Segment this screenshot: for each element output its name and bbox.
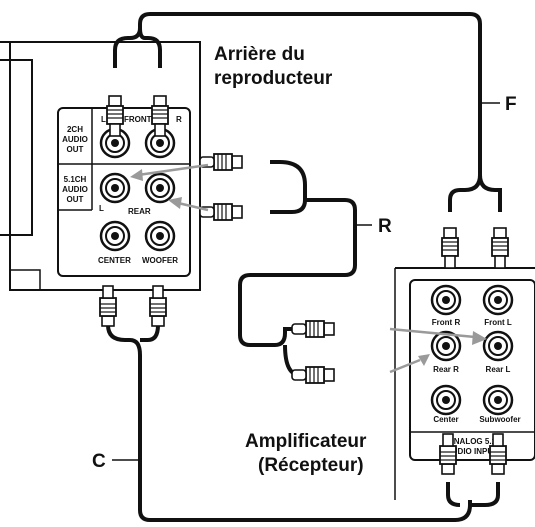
- analog-input-label-2: AUDIO INPUT: [446, 447, 498, 456]
- amp-rear-r-label: Rear R: [433, 365, 459, 374]
- jack-rear-l: [99, 172, 131, 204]
- rear-label: REAR: [128, 207, 151, 216]
- jack-woofer: [144, 220, 176, 252]
- jack-rear-r: [144, 172, 176, 204]
- rear-cable: [238, 160, 357, 377]
- plug-woofer: [149, 285, 167, 327]
- woofer-label: WOOFER: [142, 256, 178, 265]
- analog-input-label: ANALOG 5.1: [448, 437, 497, 446]
- rear-l-label: L: [99, 204, 104, 213]
- jack-center: [99, 220, 131, 252]
- plug-center: [99, 285, 117, 327]
- audio-2ch-label: 2CH: [67, 125, 83, 134]
- front-cable: [113, 12, 503, 212]
- center-label: CENTER: [98, 256, 131, 265]
- amp-jack-subwoofer: [482, 384, 514, 416]
- player-title: Arrière du: [214, 44, 305, 65]
- cable-c-label: C: [92, 451, 106, 472]
- amp-plug-subwoofer: [489, 433, 507, 475]
- audio-51-label-3: OUT: [67, 195, 84, 204]
- front-r-label: R: [176, 115, 182, 124]
- front-l-label: L: [101, 115, 106, 124]
- amp-plug-rear-r: [291, 320, 335, 338]
- audio-2ch-label-2: AUDIO: [62, 135, 88, 144]
- amp-front-r-label: Front R: [432, 318, 461, 327]
- plug-rear-r: [199, 153, 243, 171]
- amp-front-l-label: Front L: [484, 318, 512, 327]
- amp-jack-rear-l: [482, 330, 514, 362]
- player-rear-panel: [0, 41, 201, 291]
- amp-jack-center: [430, 384, 462, 416]
- amp-subwoofer-label: Subwoofer: [479, 415, 520, 424]
- amplifier-title-2: (Récepteur): [258, 455, 364, 476]
- amplifier-title: Amplificateur: [245, 431, 367, 452]
- amp-plug-front-r: [441, 227, 459, 269]
- amp-plug-center: [439, 433, 457, 475]
- front-label: FRONT: [124, 115, 152, 124]
- plug-front-r: [151, 95, 169, 137]
- rear-arrows: [130, 163, 487, 374]
- amp-rear-l-label: Rear L: [486, 365, 511, 374]
- plug-front-l: [106, 95, 124, 137]
- amplifier-panel: [394, 267, 535, 500]
- amp-plug-front-l: [491, 227, 509, 269]
- center-cable: [106, 305, 500, 522]
- amp-center-label: Center: [433, 415, 458, 424]
- cable-r-label: R: [378, 216, 392, 237]
- player-title-2: reproducteur: [214, 68, 333, 89]
- amp-jack-front-r: [430, 284, 462, 316]
- cable-f-label: F: [505, 94, 517, 115]
- audio-51-label-2: AUDIO: [62, 185, 88, 194]
- amp-jack-front-l: [482, 284, 514, 316]
- amp-plug-rear-l: [291, 366, 335, 384]
- audio-2ch-label-3: OUT: [67, 145, 84, 154]
- plug-rear-l: [199, 203, 243, 221]
- audio-51-label: 5.1CH: [64, 175, 87, 184]
